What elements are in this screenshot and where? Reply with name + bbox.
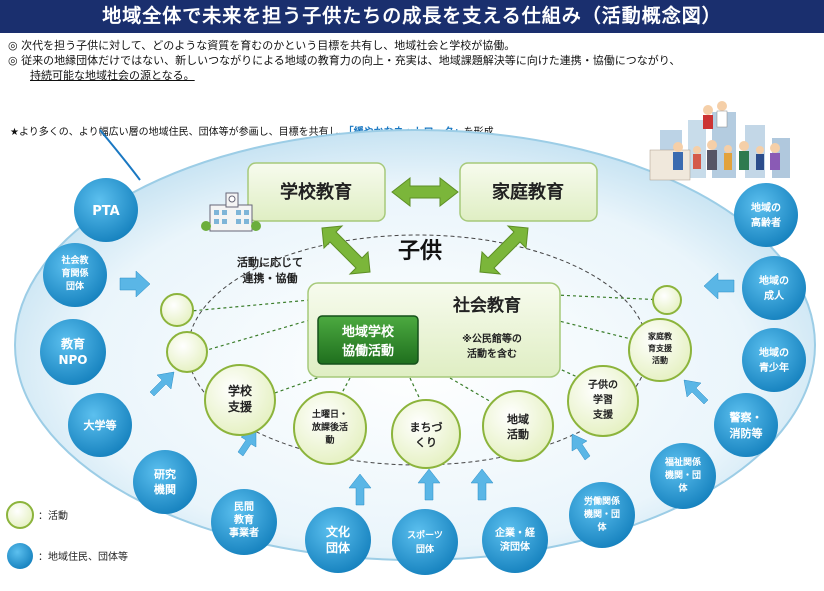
activity-home-support-label-3: 活動 — [652, 355, 668, 365]
org-edu-npo-label-2: NPO — [58, 353, 87, 367]
legend-residents-label: ：地域住民、団体等 — [38, 550, 128, 563]
school-education-label: 学校教育 — [280, 181, 352, 203]
org-edu-npo-label-1: 教育 — [60, 336, 85, 351]
activity-after-school-label-2: 放課後活 — [311, 421, 348, 433]
org-adults-label-1: 地域の — [759, 274, 789, 287]
org-social-edu-groups-label-3: 団体 — [66, 280, 85, 292]
org-labor-label-2: 機関・団 — [584, 508, 620, 520]
activity-child-learning-label-2: 学習 — [593, 393, 613, 406]
org-research-label-2: 機関 — [154, 482, 176, 496]
org-police-fire-label-1: 警察・ — [729, 410, 763, 424]
activity-home-support-label-2: 育支援 — [648, 343, 673, 353]
activity-after-school-label-3: 動 — [325, 434, 334, 446]
org-business-label-2: 済団体 — [500, 540, 531, 553]
org-edu-npo — [40, 319, 106, 385]
home-education-label: 家庭教育 — [492, 181, 564, 203]
collab-activity-label-1: 地域学校 — [342, 324, 395, 340]
legend: ：活動 ：地域住民、団体等 — [7, 502, 128, 569]
org-police-fire-label-2: 消防等 — [730, 426, 763, 440]
org-elderly-label-2: 高齢者 — [751, 216, 781, 229]
activity-town-building-label-1: まちづ — [410, 420, 443, 434]
activity-community-label-1: 地域 — [507, 412, 529, 426]
org-business — [482, 507, 548, 573]
org-sports-label-1: スポーツ — [407, 529, 443, 541]
child-label: 子供 — [398, 238, 442, 264]
activity-home-support-label-1: 家庭教 — [648, 331, 673, 341]
org-elderly-label-1: 地域の — [751, 201, 781, 214]
activity-node-small-1 — [161, 294, 193, 326]
social-note-1: ※公民館等の — [462, 332, 522, 345]
org-labor-label-3: 体 — [597, 521, 607, 533]
collab-activity-label-2: 協働活動 — [342, 343, 394, 359]
org-labor-label-1: 労働関係 — [584, 495, 620, 507]
org-welfare-label-2: 機関・団 — [665, 469, 701, 481]
social-education-label: 社会教育 — [452, 295, 521, 316]
org-culture-label-2: 団体 — [326, 540, 351, 555]
org-elderly — [734, 183, 798, 247]
org-adults — [742, 256, 806, 320]
org-culture — [305, 507, 371, 573]
activity-node-small-3 — [653, 286, 681, 314]
org-research — [133, 450, 197, 514]
activity-school-support-label-1: 学校 — [228, 383, 253, 398]
community-people-icon — [650, 101, 790, 180]
org-welfare-label-1: 福祉関係 — [664, 456, 701, 468]
org-sports — [392, 509, 458, 575]
org-pta-label: PTA — [92, 204, 119, 219]
activity-town-building-label-2: くり — [415, 436, 437, 449]
org-private-edu-label-3: 事業者 — [229, 526, 259, 539]
org-private-edu-label-2: 教育 — [233, 513, 254, 526]
org-adults-label-2: 成人 — [764, 289, 785, 302]
activity-school-support-label-2: 支援 — [227, 399, 253, 414]
org-business-label-1: 企業・経 — [494, 526, 536, 539]
activity-child-learning-label-1: 子供の — [588, 378, 618, 391]
org-culture-label-1: 文化 — [326, 524, 350, 539]
activity-community — [483, 391, 553, 461]
activity-node-small-2 — [167, 332, 207, 372]
org-welfare-label-3: 体 — [678, 482, 688, 494]
cooperation-note-2: 連携・協働 — [243, 271, 298, 285]
activity-child-learning-label-3: 支援 — [592, 408, 614, 421]
legend-activity-label: ：活動 — [38, 509, 68, 522]
org-research-label-1: 研究 — [154, 467, 176, 481]
caption-pointer — [100, 130, 140, 180]
cooperation-note-1: 活動に応じて — [237, 255, 303, 269]
activity-town-building — [392, 400, 460, 468]
org-private-edu-label-1: 民間 — [234, 501, 254, 513]
org-universities-label: 大学等 — [84, 418, 117, 432]
org-youth-label-2: 青少年 — [759, 361, 789, 374]
org-social-edu-groups-label-2: 育関係 — [61, 267, 88, 279]
legend-residents-swatch — [7, 543, 33, 569]
activity-community-label-2: 活動 — [507, 427, 529, 441]
org-social-edu-groups-label-1: 社会教 — [60, 254, 89, 266]
org-youth-label-1: 地域の — [759, 346, 789, 359]
org-police-fire — [714, 393, 778, 457]
social-note-2: 活動を含む — [467, 347, 517, 360]
org-sports-label-2: 団体 — [416, 543, 435, 555]
activity-after-school-label-1: 土曜日・ — [312, 408, 348, 420]
org-youth — [742, 328, 806, 392]
legend-activity-swatch — [7, 502, 33, 528]
